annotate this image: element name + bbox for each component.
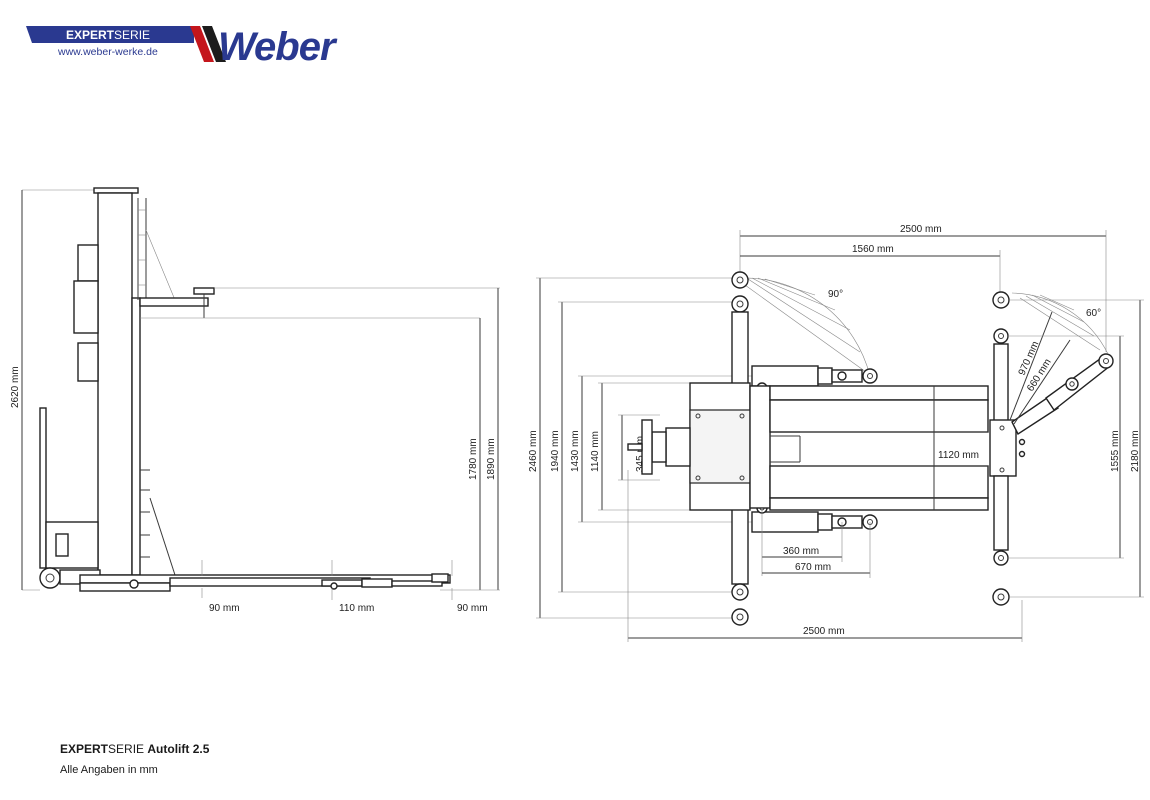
logo-blue-bar [26, 26, 194, 43]
dim-angle-60: 60° [1086, 308, 1101, 319]
dim-side-110: 110 mm [339, 603, 374, 614]
dim-side-2620: 2620 mm [10, 366, 21, 408]
logo-series: EXPERTSERIE [66, 28, 150, 42]
side-view: 2620 mm [10, 187, 500, 614]
footer-title: EXPERTSERIE Autolift 2.5 [60, 742, 209, 756]
logo-wordmark: Weber [218, 25, 338, 68]
weber-logo: EXPERTSERIE www.weber-werke.de Weber [26, 25, 339, 68]
logo-url: www.weber-werke.de [57, 46, 158, 58]
logo-stripe-dark [202, 26, 226, 62]
dim-top-1555: 1555 mm [1110, 430, 1121, 472]
footer-series-light: SERIE [108, 742, 145, 756]
footer-series-bold: EXPERT [60, 742, 109, 756]
dim-top-2500-lower: 2500 mm [803, 626, 845, 637]
dim-top-2180: 2180 mm [1130, 430, 1141, 472]
footer-note: Alle Angaben in mm [60, 764, 158, 776]
dim-side-90a: 90 mm [209, 603, 240, 614]
dim-top-1140: 1140 mm [590, 431, 601, 472]
dim-side-1780: 1780 mm [468, 438, 479, 480]
dim-top-360: 360 mm [783, 546, 819, 557]
dim-top-2460: 2460 mm [528, 430, 539, 472]
top-view: 2500 mm 1560 mm 90° 2460 mm 1940 mm 1430… [528, 224, 1144, 642]
dim-side-90b: 90 mm [457, 603, 488, 614]
dim-top-670: 670 mm [795, 562, 831, 573]
dim-top-1120: 1120 mm [938, 450, 979, 461]
dim-side-1890: 1890 mm [486, 438, 497, 480]
dim-top-2500-upper: 2500 mm [900, 224, 942, 235]
dim-top-345: 345 mm [635, 436, 646, 472]
dim-angle-90: 90° [828, 289, 843, 300]
footer-model: Autolift 2.5 [147, 742, 210, 756]
dim-top-1560: 1560 mm [852, 244, 894, 255]
dim-top-1430: 1430 mm [570, 430, 581, 472]
logo-stripe-red [190, 26, 214, 62]
dim-top-1940: 1940 mm [550, 430, 561, 472]
